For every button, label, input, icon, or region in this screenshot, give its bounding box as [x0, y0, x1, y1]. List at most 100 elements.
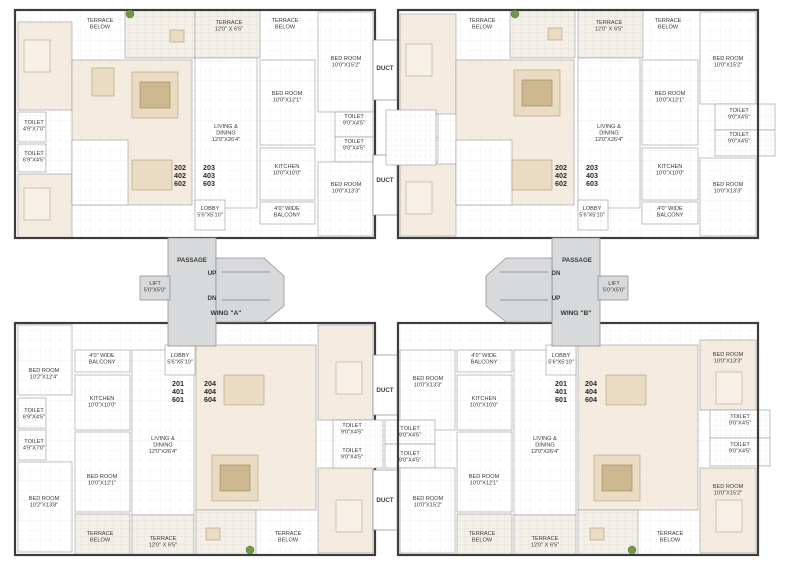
- room-lobby: [577, 199, 609, 231]
- room-bedroom: [17, 324, 73, 396]
- room-bedroom: [259, 59, 316, 146]
- label-up: UP: [208, 270, 217, 277]
- room-living: [577, 57, 641, 209]
- label-duct: DUCT: [376, 65, 393, 72]
- room-terrace: [456, 513, 513, 556]
- duct: [372, 469, 398, 531]
- room-terrace: [124, 9, 196, 59]
- room-bedroom: [699, 11, 757, 105]
- room-lobby: [194, 199, 226, 231]
- room-toilet: [384, 443, 436, 469]
- core-wing-a: [139, 237, 285, 347]
- room-toilet: [17, 111, 47, 143]
- room-kitchen: [71, 139, 129, 206]
- core-wing-b: [485, 237, 629, 347]
- room-terrace: [509, 9, 576, 59]
- room-toilet: [714, 129, 776, 157]
- room-terrace: [513, 514, 577, 556]
- room-kitchen: [456, 374, 513, 431]
- label-wing-a: WING "A": [211, 310, 242, 317]
- room-bedroom: [317, 11, 374, 113]
- room-terrace: [577, 509, 639, 556]
- block-top-right: [396, 8, 776, 240]
- duct: [372, 354, 398, 416]
- room-bedroom: [699, 157, 757, 237]
- room-kitchen: [74, 374, 131, 431]
- room-living: [194, 57, 258, 209]
- room-balcony: [641, 201, 699, 225]
- room-bedroom: [399, 349, 456, 431]
- room-bedroom: [399, 467, 456, 554]
- room-terrace: [577, 9, 644, 59]
- label-wing-b: WING "B": [561, 310, 592, 317]
- room-toilet: [714, 103, 776, 131]
- room-bedroom: [317, 161, 374, 237]
- room-living: [131, 349, 195, 516]
- room-balcony: [74, 349, 131, 373]
- room-bedroom: [641, 59, 699, 146]
- room-terrace: [131, 514, 195, 556]
- room-lobby: [164, 344, 196, 376]
- label-duct: DUCT: [376, 387, 393, 394]
- room-terrace: [194, 9, 261, 59]
- block-bottom-left: [13, 321, 377, 557]
- room-toilet-core: [332, 419, 384, 469]
- room-lobby: [545, 344, 577, 376]
- room-bedroom: [74, 431, 131, 513]
- label-dn: DN: [552, 270, 561, 277]
- duct: [372, 39, 398, 101]
- room-toilet: [709, 437, 771, 467]
- room-toilet-core: [385, 109, 437, 166]
- room-kitchen: [641, 147, 699, 201]
- label-duct: DUCT: [376, 177, 393, 184]
